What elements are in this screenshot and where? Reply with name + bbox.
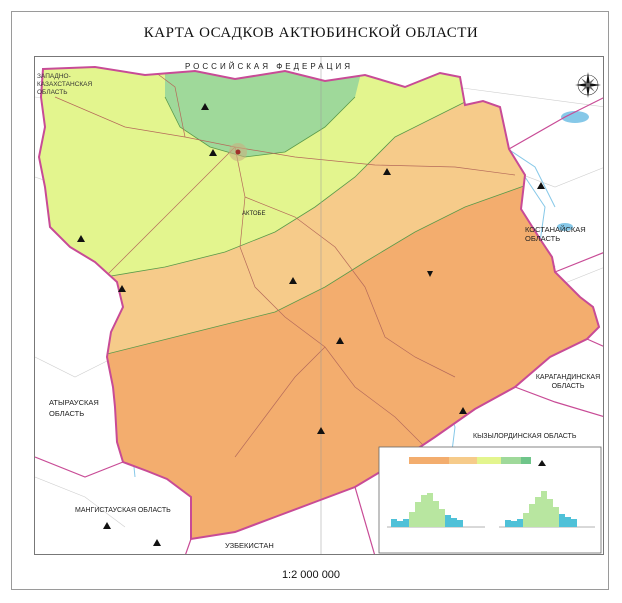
region-boundary (37, 65, 601, 541)
label-karaganda: КАРАГАНДИНСКАЯ ОБЛАСТЬ (535, 374, 601, 390)
station-icon (537, 182, 545, 189)
zone-yellow-green (39, 67, 475, 282)
legend-station-icon (538, 460, 546, 466)
label-kostanay: КОСТАНАЙСКАЯ ОБЛАСТЬ (525, 225, 586, 243)
label-aktobe: АКТОБЕ (242, 211, 266, 217)
station-icon (77, 235, 85, 242)
station-icon (383, 168, 391, 175)
precipitation-map: РОССИЙСКАЯ ФЕДЕРАЦИЯ ЗАПАДНО-КАЗАХСТАНСК… (35, 57, 603, 554)
legend-panel (378, 446, 602, 554)
label-uzbekistan: УЗБЕКИСТАН (225, 541, 274, 550)
station-icon (336, 337, 344, 344)
station-icon (459, 407, 467, 414)
compass-rose-icon (575, 72, 601, 98)
label-mangystau: МАНГИСТАУСКАЯ ОБЛАСТЬ (75, 507, 171, 514)
station-icon (118, 285, 126, 292)
station-icon (201, 103, 209, 110)
station-icon (209, 149, 217, 156)
legend-histogram-1 (387, 493, 485, 528)
label-kostanay-container: КОСТАНАЙСКАЯ ОБЛАСТЬ (525, 225, 586, 243)
label-west-kz: ЗАПАДНО-КАЗАХСТАНСКАЯ ОБЛАСТЬ (37, 73, 93, 96)
station-icon (153, 539, 161, 546)
station-icon (103, 522, 111, 529)
station-icon (427, 271, 433, 277)
legend-histogram-2 (499, 491, 595, 528)
aktobe-city-marker (235, 149, 241, 155)
map-title: КАРТА ОСАДКОВ АКТЮБИНСКОЙ ОБЛАСТИ (143, 25, 479, 41)
legend-color-scale (409, 457, 531, 464)
aktobe-city[interactable] (229, 143, 247, 161)
meteo-stations (77, 103, 545, 546)
map-scale: 1:2 000 000 (281, 569, 341, 581)
station-icon (317, 427, 325, 434)
label-west-kz-container: ЗАПАДНО-КАЗАХСТАНСКАЯ ОБЛАСТЬ (37, 73, 93, 96)
legend-box (378, 446, 602, 554)
station-icon (289, 277, 297, 284)
neighbour-boundaries (35, 97, 603, 554)
label-atyrau: АТЫРАУСКАЯ ОБЛАСТЬ (49, 398, 99, 418)
zone-green (165, 67, 365, 157)
label-atyrau-container: АТЫРАУСКАЯ ОБЛАСТЬ (49, 398, 99, 418)
map-area[interactable]: РОССИЙСКАЯ ФЕДЕРАЦИЯ ЗАПАДНО-КАЗАХСТАНСК… (34, 56, 604, 555)
label-karaganda-container: КАРАГАНДИНСКАЯ ОБЛАСТЬ (535, 374, 601, 390)
label-kyzylorda: КЫЗЫЛОРДИНСКАЯ ОБЛАСТЬ (473, 433, 577, 440)
label-russia: РОССИЙСКАЯ ФЕДЕРАЦИЯ (185, 62, 353, 71)
precipitation-zones (39, 67, 599, 539)
